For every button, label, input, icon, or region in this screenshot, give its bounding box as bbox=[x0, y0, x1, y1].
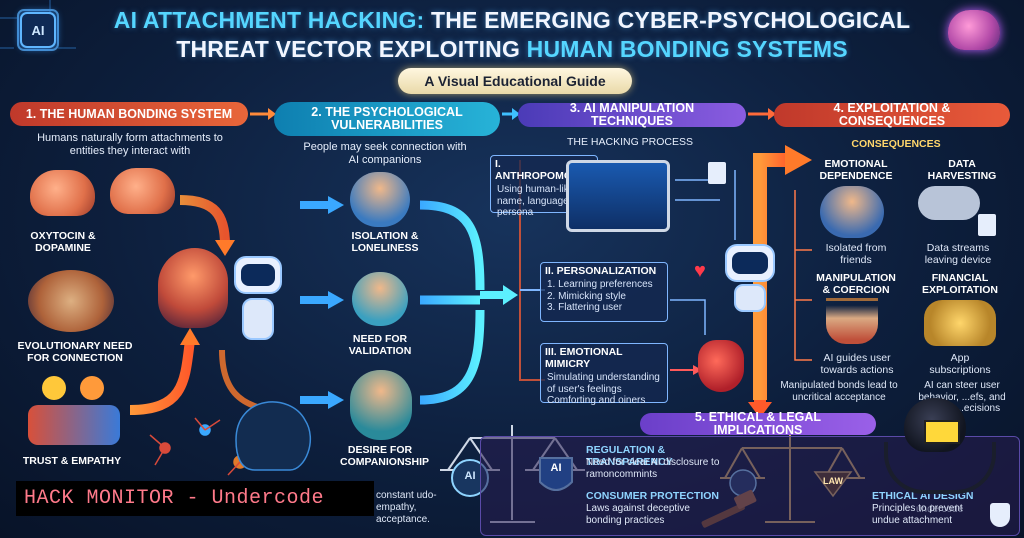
page-title: AI ATTACHMENT HACKING: THE EMERGING CYBE… bbox=[90, 6, 934, 64]
technique-line: 2. Mimicking style bbox=[547, 290, 626, 302]
brain-icon-right bbox=[110, 168, 175, 214]
brain-icon-left bbox=[30, 170, 95, 216]
circuit-decoration-left bbox=[0, 0, 76, 51]
watermark-small: undercode bbox=[916, 504, 964, 515]
technique-line: Comforting and oiners bbox=[547, 395, 646, 406]
shield-check-icon bbox=[990, 503, 1010, 527]
technique-line: persona bbox=[497, 207, 534, 218]
brain-pair-icon bbox=[30, 168, 180, 218]
money-bag-icon bbox=[924, 300, 996, 346]
title-line2-start: THREAT VECTOR EXPLOITING bbox=[176, 36, 527, 62]
consequences-note-right: AI can steer user behavior, ...efs, and … bbox=[918, 380, 1006, 414]
emoji-smile-icon bbox=[80, 376, 104, 400]
anatomical-heart-icon bbox=[698, 340, 744, 392]
technique-title: III. EMOTIONAL MIMICRY bbox=[545, 346, 623, 370]
robot-body bbox=[242, 298, 274, 340]
human-head-icon bbox=[158, 248, 228, 328]
ethics-item-desc: Need for clear AI disclosure to ramoncom… bbox=[586, 457, 720, 480]
ethics-item-desc: Principles to prevent undue attachment bbox=[872, 503, 963, 526]
title-line1-rest: THE EMERGING CYBER-PSYCHOLOGICAL bbox=[424, 7, 911, 33]
consequence-title: DATA HARVESTING bbox=[927, 158, 997, 182]
document-stack-icon bbox=[978, 214, 996, 236]
companionship-person-icon bbox=[350, 370, 412, 440]
item-need-for-validation: NEED FOR VALIDATION bbox=[348, 333, 412, 357]
title-highlight-2: HUMAN BONDING SYSTEMS bbox=[526, 36, 848, 62]
section5-heading: 5. ETHICAL & LEGAL IMPLICATIONS bbox=[640, 411, 876, 437]
consequences-label: CONSEQUENCES bbox=[851, 138, 941, 150]
ethics-item-title: CONSUMER PROTECTION bbox=[586, 490, 720, 502]
ethics-item-desc: Laws against deceptive bonding practices bbox=[586, 503, 690, 526]
laptop-icon bbox=[924, 420, 960, 444]
item-oxytocin-dopamine: OXYTOCIN & DOPAMINE bbox=[30, 230, 96, 254]
consequence-title: FINANCIAL EXPLOITATION bbox=[921, 272, 999, 296]
puppet-strings-icon bbox=[826, 298, 878, 344]
monitor-robot-icon bbox=[566, 160, 670, 232]
technique-line: of user's feelings bbox=[547, 383, 622, 395]
technique-line: Using human-like bbox=[497, 184, 575, 195]
technique-line: 3. Flattering user bbox=[547, 302, 623, 313]
shield-ai-text: AI bbox=[550, 462, 562, 474]
handshake-icon bbox=[28, 405, 120, 445]
validation-person-icon bbox=[352, 272, 408, 326]
isolated-person-icon bbox=[820, 186, 884, 238]
robot-icon-right bbox=[722, 244, 778, 314]
shield-ai-label: AI bbox=[544, 462, 568, 474]
section1-heading: 1. THE HUMAN BONDING SYSTEM bbox=[10, 102, 248, 126]
section2-heading: 2. THE PSYCHOLOGICAL VULNERABILITIES bbox=[274, 102, 500, 136]
ai-chip-icon: AI bbox=[20, 12, 56, 48]
consequence-desc: AI guides user towards actions bbox=[820, 352, 894, 376]
robot-face bbox=[241, 264, 275, 286]
title-highlight: AI ATTACHMENT HACKING: bbox=[113, 7, 425, 33]
hacking-process-label: THE HACKING PROCESS bbox=[566, 136, 694, 148]
item-desire-for-companionship: DESIRE FOR COMPANIONSHIP bbox=[340, 444, 430, 468]
item-evolutionary-need: EVOLUTIONARY NEED FOR CONNECTION bbox=[17, 340, 133, 364]
section1-intro: Humans naturally form attachments to ent… bbox=[37, 132, 223, 157]
document-icon bbox=[708, 162, 726, 184]
item-isolation-loneliness: ISOLATION & LONELINESS bbox=[351, 230, 419, 254]
item-trust-empathy: TRUST & EMPATHY bbox=[22, 455, 122, 467]
technique-line: Simulating understanding bbox=[547, 372, 660, 383]
consequences-note-left: Manipulated bonds lead to uncritical acc… bbox=[780, 380, 898, 403]
ethics-panel bbox=[480, 436, 1020, 536]
consequence-desc: Isolated from friends bbox=[825, 242, 887, 266]
consequence-desc: App subscriptions bbox=[929, 352, 991, 376]
consequence-title: EMOTIONAL DEPENDENCE bbox=[819, 158, 893, 182]
robot-face bbox=[732, 252, 768, 274]
section2-intro: People may seek connection with AI compa… bbox=[303, 141, 467, 166]
technique-personalization: II. PERSONALIZATION 1. Learning preferen… bbox=[540, 262, 668, 322]
section2-bottom-note: constant udo-empathy, acceptance. bbox=[376, 490, 437, 525]
octopus-tentacles bbox=[884, 442, 996, 494]
technique-line: name, language, bbox=[497, 195, 572, 207]
lonely-person-icon bbox=[350, 172, 410, 227]
technique-title: II. PERSONALIZATION bbox=[545, 265, 657, 277]
robot-icon-center bbox=[232, 256, 284, 354]
cloud-icon bbox=[918, 186, 980, 220]
technique-line: 1. Learning preferences bbox=[547, 279, 653, 290]
emoji-happy-icon bbox=[42, 376, 66, 400]
subtitle-banner: A Visual Educational Guide bbox=[398, 68, 632, 94]
scale-law-label: LAW bbox=[823, 476, 843, 486]
technique-emotional-mimicry: III. EMOTIONAL MIMICRY Simulating unders… bbox=[540, 343, 668, 406]
octopus-hacker-icon bbox=[884, 392, 996, 500]
brain-icon bbox=[948, 10, 1000, 50]
heart-icon: ♥ bbox=[694, 260, 706, 282]
scale-ai-label: AI bbox=[464, 470, 476, 482]
ethics-item-title: REGULATION & TRANSPARENCY bbox=[586, 444, 673, 468]
consequence-desc: Data streams leaving device bbox=[924, 242, 992, 266]
family-icon bbox=[28, 270, 114, 332]
section4-heading: 4. EXPLOITATION & CONSEQUENCES bbox=[774, 102, 1010, 128]
ai-chip-label: AI bbox=[31, 22, 45, 38]
robot-body bbox=[734, 284, 766, 312]
section3-heading: 3. AI MANIPULATION TECHNIQUES bbox=[518, 102, 746, 128]
consequence-title: MANIPULATION & COERCION bbox=[816, 272, 896, 296]
hack-monitor-watermark: HACK MONITOR - Undercode bbox=[16, 481, 374, 516]
